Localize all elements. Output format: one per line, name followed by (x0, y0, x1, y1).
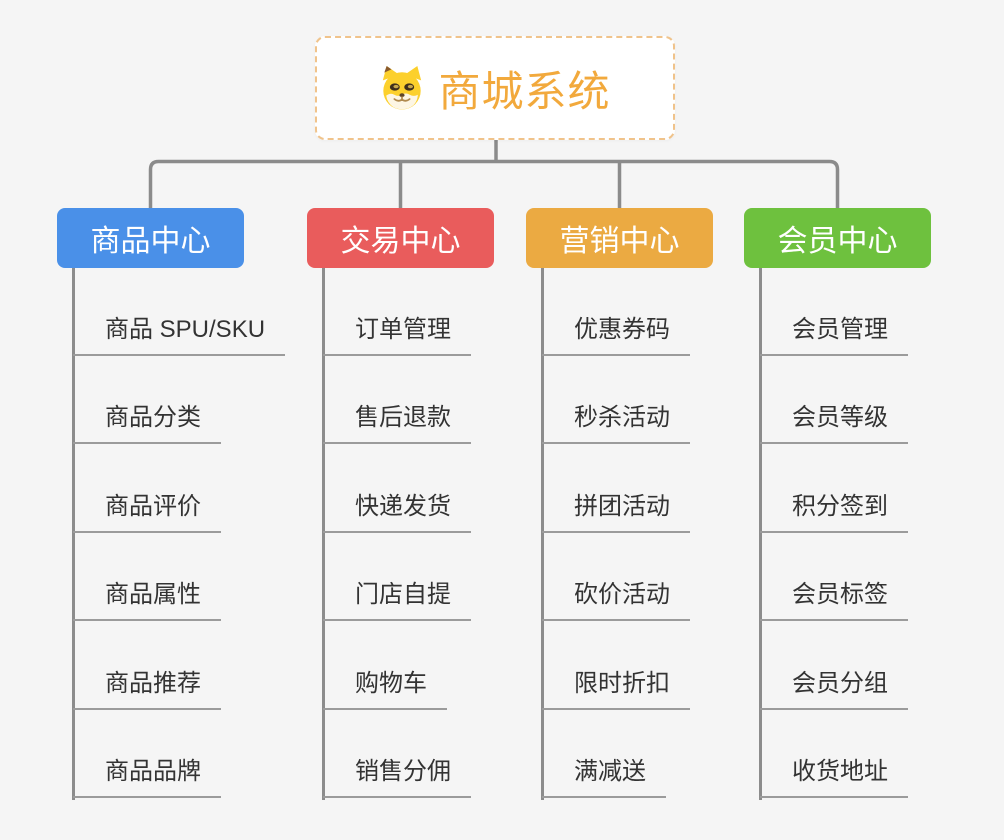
leaf-node[interactable]: 会员分组 (760, 666, 908, 710)
leaf-node[interactable]: 收货地址 (760, 754, 908, 798)
branch-node-4[interactable]: 会员中心 (744, 208, 931, 268)
root-node[interactable]: 商城系统 (315, 36, 675, 140)
leaf-node[interactable]: 会员标签 (760, 577, 908, 621)
leaf-node[interactable]: 购物车 (323, 666, 447, 710)
leaf-node[interactable]: 商品评价 (73, 489, 221, 533)
leaf-node[interactable]: 快递发货 (323, 489, 471, 533)
leaf-node[interactable]: 商品推荐 (73, 666, 221, 710)
leaf-node[interactable]: 商品 SPU/SKU (73, 312, 286, 356)
branch-trunk-line (72, 268, 75, 800)
leaf-node[interactable]: 会员等级 (760, 400, 908, 444)
branch-node-3[interactable]: 营销中心 (526, 208, 713, 268)
leaf-node[interactable]: 销售分佣 (323, 754, 471, 798)
branch-bracket-line (148, 159, 840, 208)
leaf-node[interactable]: 售后退款 (323, 400, 471, 444)
branch-node-2[interactable]: 交易中心 (307, 208, 494, 268)
leaf-node[interactable]: 拼团活动 (542, 489, 690, 533)
leaf-node[interactable]: 满减送 (542, 754, 666, 798)
leaf-node[interactable]: 商品属性 (73, 577, 221, 621)
leaf-node[interactable]: 商品品牌 (73, 754, 221, 798)
leaf-node[interactable]: 秒杀活动 (542, 400, 690, 444)
leaf-node[interactable]: 限时折扣 (542, 666, 690, 710)
branch-trunk-line (541, 268, 544, 800)
leaf-node[interactable]: 门店自提 (323, 577, 471, 621)
leaf-node[interactable]: 会员管理 (760, 312, 908, 356)
leaf-node[interactable]: 商品分类 (73, 400, 221, 444)
leaf-node[interactable]: 订单管理 (323, 312, 471, 356)
leaf-node[interactable]: 积分签到 (760, 489, 908, 533)
branch-trunk-line (322, 268, 325, 800)
leaf-node[interactable]: 优惠券码 (542, 312, 690, 356)
root-title: 商城系统 (438, 67, 611, 115)
leaf-node[interactable]: 砍价活动 (542, 577, 690, 621)
dog-face-icon (383, 65, 422, 110)
branch-node-1[interactable]: 商品中心 (57, 208, 244, 268)
branch-trunk-line (759, 268, 762, 800)
